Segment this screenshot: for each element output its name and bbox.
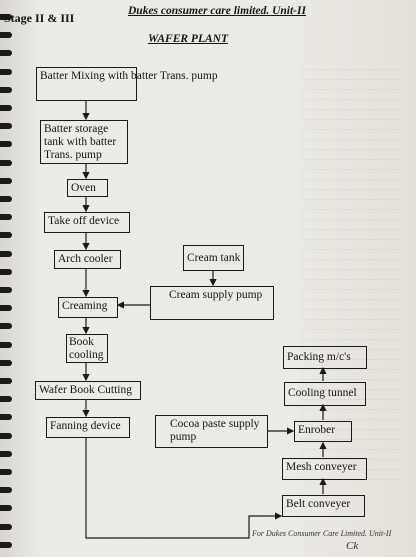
spiral-ring — [0, 360, 12, 366]
box-take-off: Take off device — [44, 212, 130, 233]
spiral-ring — [0, 505, 12, 511]
box-enrober: Enrober — [294, 421, 352, 442]
spiral-ring — [0, 287, 12, 293]
box-cream-tank: Cream tank — [183, 245, 244, 271]
spiral-ring — [0, 433, 12, 439]
box-belt-conveyer: Belt conveyer — [282, 495, 365, 517]
box-fanning: Fanning device — [46, 417, 130, 438]
box-mesh-conveyer: Mesh conveyer — [282, 458, 367, 480]
company-stamp: For Dukes Consumer Care Limited. Unit-II — [252, 529, 392, 538]
signature-mark: Ck — [346, 540, 359, 552]
spiral-ring — [0, 451, 12, 457]
spiral-ring — [0, 232, 12, 238]
spiral-ring — [0, 123, 12, 129]
spiral-ring — [0, 32, 12, 38]
box-cocoa-supply: Cocoa paste supply pump — [155, 415, 268, 448]
box-book-cutting: Wafer Book Cutting — [35, 381, 141, 400]
spiral-ring — [0, 269, 12, 275]
box-arch-cooler: Arch cooler — [54, 250, 121, 269]
spiral-ring — [0, 50, 12, 56]
spiral-ring — [0, 396, 12, 402]
plant-title: WAFER PLANT — [148, 33, 228, 45]
spiral-ring — [0, 469, 12, 475]
spiral-ring — [0, 178, 12, 184]
spiral-ring — [0, 196, 12, 202]
spiral-ring — [0, 105, 12, 111]
spiral-ring — [0, 542, 12, 548]
box-cream-supply: Cream supply pump — [150, 286, 274, 320]
spiral-binding — [0, 0, 14, 557]
box-batter-mixing: Batter Mixing with batter Trans. pump — [36, 67, 218, 101]
spiral-ring — [0, 141, 12, 147]
box-cooling-tunnel: Cooling tunnel — [284, 382, 366, 406]
company-heading: Dukes consumer care limited. Unit-II — [128, 5, 306, 17]
spiral-ring — [0, 378, 12, 384]
stage-label: Stage II & III — [4, 11, 75, 25]
box-oven: Oven — [67, 179, 108, 197]
spiral-ring — [0, 305, 12, 311]
box-batter-storage: Batter storage tank with batter Trans. p… — [40, 120, 128, 164]
line-fanning-to-belt — [85, 437, 270, 539]
spiral-ring — [0, 214, 12, 220]
spiral-ring — [0, 342, 12, 348]
spiral-ring — [0, 160, 12, 166]
bleed-through-text — [300, 60, 400, 480]
spiral-ring — [0, 414, 12, 420]
box-packing: Packing m/c's — [283, 346, 367, 369]
box-book-cooling: Book cooling — [66, 334, 108, 363]
spiral-ring — [0, 524, 12, 530]
spiral-ring — [0, 14, 12, 20]
spiral-ring — [0, 487, 12, 493]
spiral-ring — [0, 69, 12, 75]
spiral-ring — [0, 87, 12, 93]
spiral-ring — [0, 251, 12, 257]
spiral-ring — [0, 323, 12, 329]
box-creaming: Creaming — [58, 297, 118, 318]
